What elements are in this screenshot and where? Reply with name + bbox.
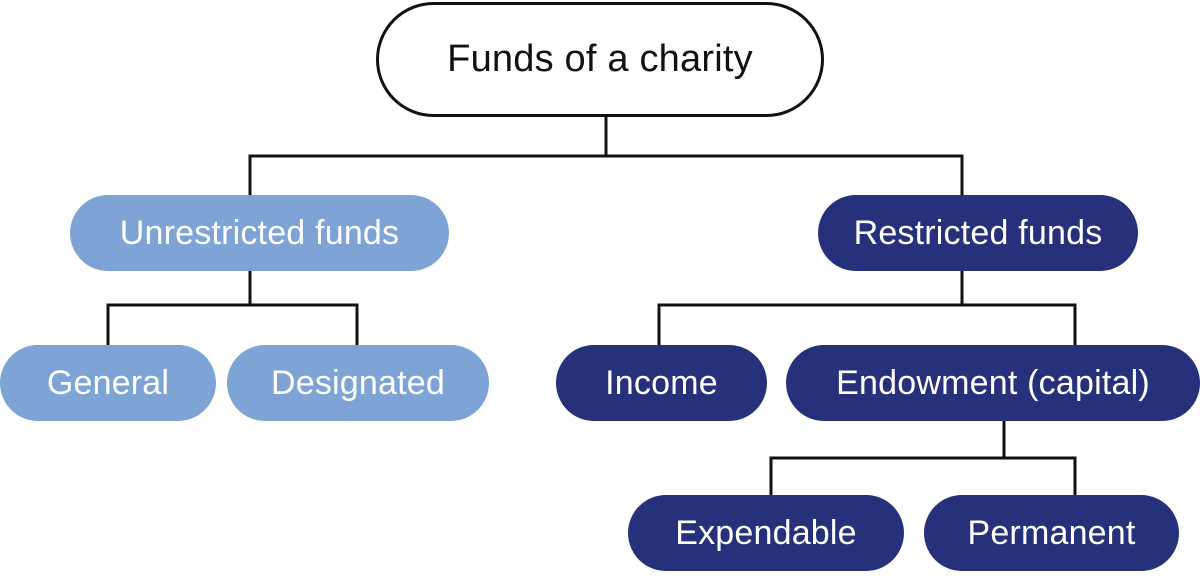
income-node: Income: [556, 345, 767, 421]
endowment-to-children-connector: [769, 419, 1077, 497]
general-label: General: [46, 363, 170, 402]
designated-node: Designated: [227, 345, 489, 421]
endowment-label: Endowment (capital): [836, 363, 1150, 402]
permanent-label: Permanent: [967, 513, 1136, 552]
unrestricted-funds-label: Unrestricted funds: [119, 213, 400, 252]
restricted-funds-node: Restricted funds: [818, 195, 1138, 271]
restricted-to-children-connector: [657, 269, 1077, 347]
root-to-funds-connector: [248, 115, 964, 197]
expendable-label: Expendable: [675, 513, 857, 552]
unrestricted-funds-node: Unrestricted funds: [70, 195, 449, 271]
endowment-node: Endowment (capital): [786, 345, 1200, 421]
unrestricted-to-children-connector: [106, 269, 359, 347]
general-node: General: [0, 345, 216, 421]
root-node-label: Funds of a charity: [447, 38, 753, 80]
income-label: Income: [605, 363, 718, 402]
permanent-node: Permanent: [924, 495, 1179, 571]
expendable-node: Expendable: [628, 495, 904, 571]
restricted-funds-label: Restricted funds: [853, 213, 1103, 252]
designated-label: Designated: [270, 363, 445, 402]
root-node: Funds of a charity: [376, 2, 824, 117]
